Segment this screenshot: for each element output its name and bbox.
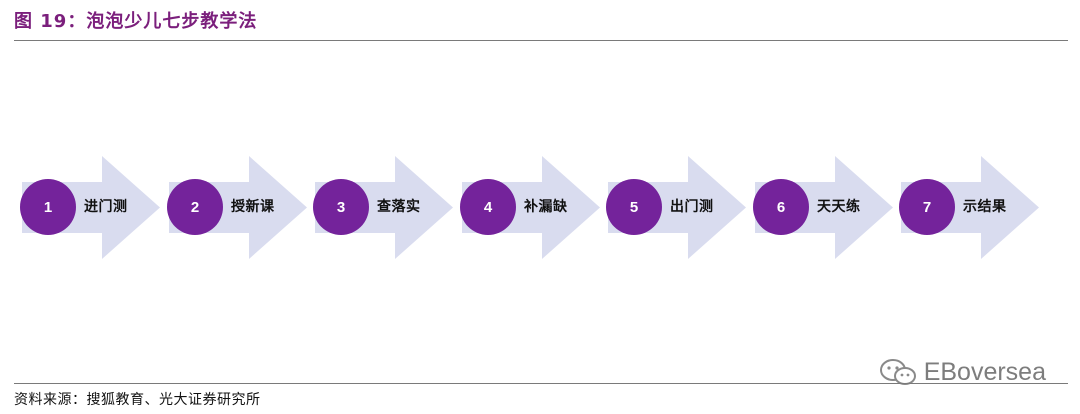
bottom-divider [14, 383, 1068, 384]
step-number-badge: 1 [20, 179, 76, 235]
watermark: EBoversea [878, 357, 1046, 387]
step-3: 3 查落实 [303, 150, 453, 265]
step-7: 7 示结果 [889, 150, 1039, 265]
arrow-shape [315, 156, 453, 259]
arrow-shape [22, 156, 160, 259]
step-label: 出门测 [670, 199, 714, 215]
step-label: 补漏缺 [524, 199, 568, 215]
step-5: 5 出门测 [596, 150, 746, 265]
step-label: 进门测 [84, 199, 128, 215]
step-number-badge: 7 [899, 179, 955, 235]
step-label: 授新课 [231, 199, 275, 215]
top-divider [14, 40, 1068, 41]
arrow-shape [755, 156, 893, 259]
step-number-badge: 5 [606, 179, 662, 235]
step-label: 查落实 [377, 199, 421, 215]
arrow-shape [462, 156, 600, 259]
arrow-shape [169, 156, 307, 259]
step-1: 1 进门测 [10, 150, 160, 265]
step-4: 4 补漏缺 [450, 150, 600, 265]
wechat-icon [879, 359, 916, 385]
step-6: 6 天天练 [743, 150, 893, 265]
step-number-badge: 3 [313, 179, 369, 235]
step-label: 天天练 [817, 199, 861, 215]
step-number-badge: 4 [460, 179, 516, 235]
arrow-shape [608, 156, 746, 259]
arrow-shape [901, 156, 1039, 259]
step-2: 2 授新课 [157, 150, 307, 265]
step-number-badge: 6 [753, 179, 809, 235]
step-label: 示结果 [963, 199, 1007, 215]
step-flow: 1 进门测 2 授新课 3 查落实 4 补漏缺 5 出门测 6 天天练 [0, 150, 1080, 265]
step-number-badge: 2 [167, 179, 223, 235]
source-note: 资料来源：搜狐教育、光大证券研究所 [14, 392, 261, 408]
figure-title: 图 19：泡泡少儿七步教学法 [14, 11, 258, 32]
watermark-text: EBoversea [923, 357, 1046, 386]
